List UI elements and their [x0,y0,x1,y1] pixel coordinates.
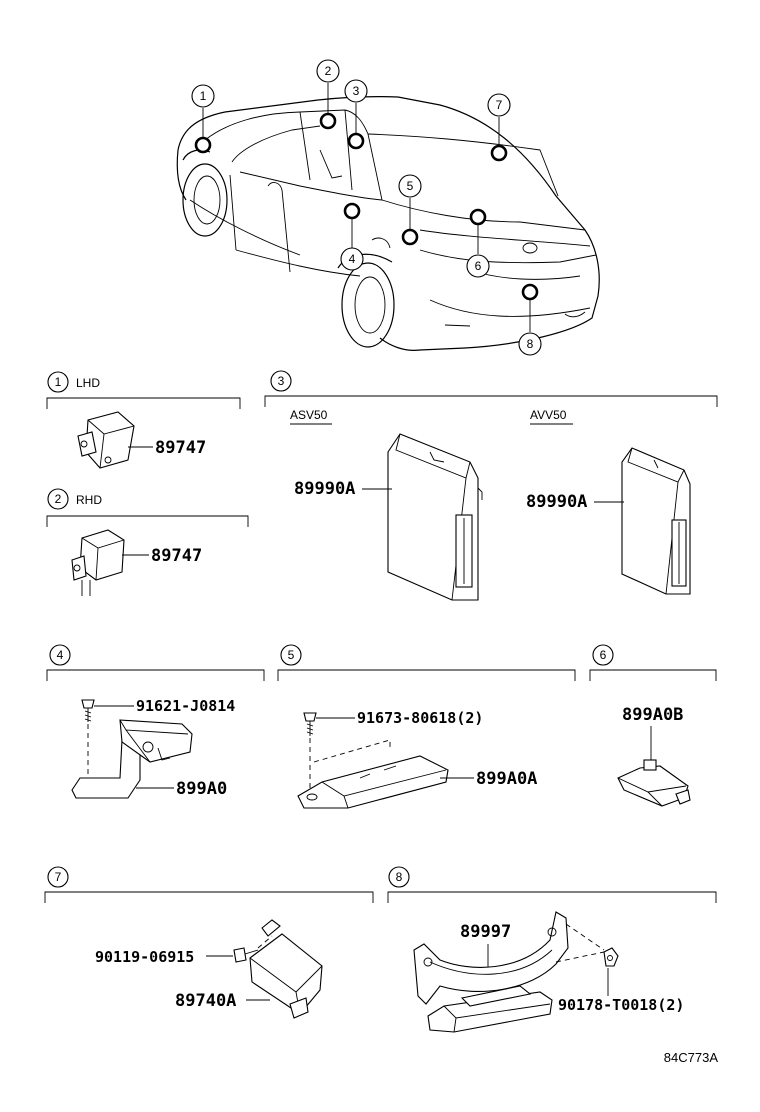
callout-bubble-3: 3 [344,79,368,103]
section-2: 2 RHD 89747 [46,488,249,596]
svg-text:5: 5 [407,179,414,193]
svg-text:2: 2 [325,64,332,78]
section-5-number: 5 [288,648,295,662]
svg-text:8: 8 [527,337,534,351]
section-1-number: 1 [55,375,62,389]
bolt-part-number-91673-80618: 91673-80618(2) [357,709,483,727]
part-number-899a0: 899A0 [176,779,227,799]
ecu-avv50-drawing [621,447,691,595]
callout-leaders [202,83,531,332]
section-2-label: RHD [76,493,102,507]
part-number-899a0a: 899A0A [476,769,537,789]
part-number-89747-lhd: 89747 [155,438,206,458]
bolt-part-number-91621-j0814: 91621-J0814 [136,697,235,715]
bolt-icon-4 [81,699,95,722]
section-1-label: LHD [76,376,100,390]
section-3-right-label: AVV50 [530,408,567,422]
section-3: 3 ASV50 AVV50 89990A 89990A [264,370,718,601]
section-3-number: 3 [278,374,285,388]
bolt-icon-7 [233,947,259,963]
sensor-module-6-drawing [617,759,691,807]
section-3-left-label: ASV50 [290,408,328,422]
callout-bubble-4: 4 [340,247,364,271]
drawing-code: 84C773A [664,1050,719,1065]
section-7: 7 90119-06915 89740A [44,866,374,1019]
car-illustration [176,96,600,351]
sensor-module-7-drawing [249,919,323,1019]
bracket-sensor-8-drawing [413,911,569,1033]
callout-bubble-7: 7 [487,93,511,117]
part-number-89990a-avv50: 89990A [526,492,587,512]
nut-part-number-90178-t0018: 90178-T0018(2) [558,996,684,1014]
svg-text:3: 3 [353,84,360,98]
ecu-asv50-drawing [387,433,483,601]
section-2-number: 2 [55,492,62,506]
part-number-89740a: 89740A [175,991,236,1011]
callout-bubble-6: 6 [466,254,490,278]
yaw-rate-sensor-lhd-drawing [77,411,135,469]
location-dots [194,112,539,301]
section-4: 4 91621-J0814 899A0 [46,644,265,799]
section-6: 6 899A0B [589,644,717,807]
callout-bubble-5: 5 [398,174,422,198]
svg-text:7: 7 [496,98,503,112]
bolt-icon-5 [303,712,317,736]
part-number-89747-rhd: 89747 [151,546,202,566]
part-number-89997: 89997 [460,922,511,942]
nut-icon-8 [603,947,619,967]
section-5: 5 91673-80618(2) 899A0A [277,644,576,809]
svg-text:4: 4 [349,252,356,266]
svg-text:6: 6 [475,259,482,273]
part-number-899a0b: 899A0B [622,705,683,725]
svg-text:1: 1 [200,89,207,103]
section-4-number: 4 [57,648,64,662]
bolt-part-number-90119-06915: 90119-06915 [95,948,194,966]
callout-bubble-2: 2 [316,59,340,83]
section-8: 8 89997 90178-T0018(2) [387,866,717,1033]
section-6-number: 6 [600,648,607,662]
part-number-89990a-asv50: 89990A [294,479,355,499]
section-8-number: 8 [396,870,403,884]
sensor-module-5-drawing [297,755,449,809]
bracket-sensor-4-drawing [71,719,193,799]
callout-bubble-8: 8 [518,332,542,356]
section-1: 1 LHD 89747 [46,371,241,469]
section-1-number-circle [47,371,69,393]
callout-bubble-1: 1 [191,84,215,108]
yaw-rate-sensor-rhd-drawing [71,529,125,596]
section-7-number: 7 [55,870,62,884]
